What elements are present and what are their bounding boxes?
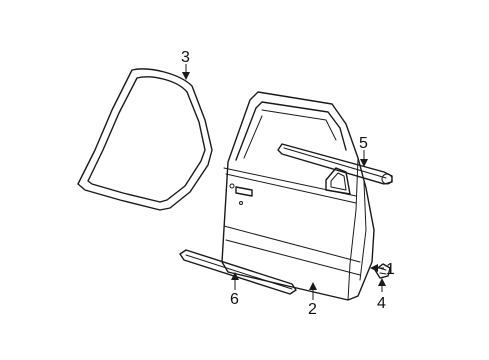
arrow-outer-panel — [309, 282, 317, 290]
callout-clip: 4 — [377, 295, 386, 312]
clip — [374, 263, 391, 279]
body-side-molding — [179, 249, 297, 295]
callout-body-side-molding: 6 — [230, 291, 239, 308]
arrow-body-side-molding — [231, 272, 239, 280]
callout-door-shell: 1 — [386, 261, 395, 278]
arrow-weatherstrip — [182, 72, 190, 80]
weatherstrip-seal — [77, 68, 213, 211]
door-shell — [221, 91, 375, 301]
arrow-clip — [378, 278, 386, 286]
callout-weatherstrip: 3 — [181, 49, 190, 66]
callout-outer-panel: 2 — [308, 301, 317, 318]
callout-belt-molding: 5 — [359, 135, 368, 152]
arrow-belt-molding — [360, 159, 368, 167]
belt-molding — [277, 143, 393, 185]
